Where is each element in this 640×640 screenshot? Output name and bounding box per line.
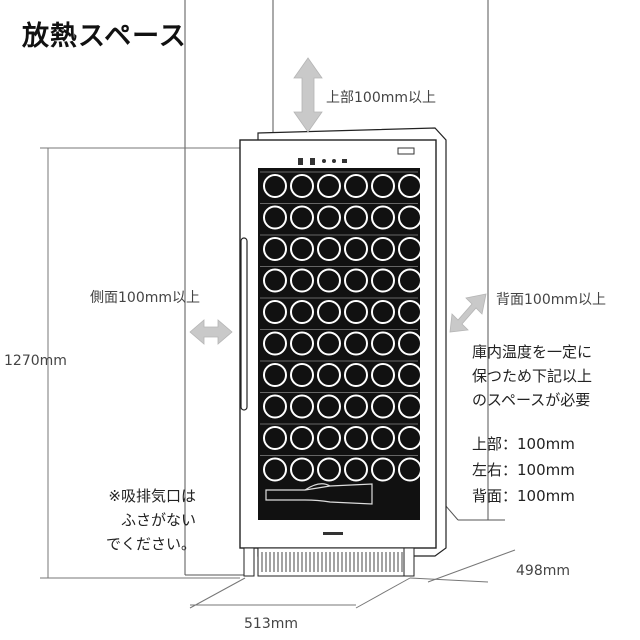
bottle [290,426,314,450]
hinge-cap [397,147,415,155]
bottle [290,268,314,293]
bottle [263,457,287,482]
requirement-note: 庫内温度を一定に 保つため下記以上 のスペースが必要 [472,340,632,412]
bottle [371,457,395,482]
bottle [290,300,314,324]
bottle [398,300,422,324]
bottle [263,426,287,450]
bottle [344,174,368,198]
door-handle [240,237,248,411]
bottle [344,363,368,387]
control-panel [298,158,347,165]
bottle [317,457,341,482]
bottle [317,426,341,450]
bottle [344,457,368,482]
brand-logo [323,532,343,535]
spec-item-top: 上部：100mm [472,435,575,453]
bottle [398,426,422,450]
vent-note-line: ふさがない [120,511,196,529]
bottle [317,237,341,261]
top-clearance-label: 上部100mm以上 [326,90,436,106]
bottle [317,394,341,419]
bottle [290,174,314,198]
bottle [263,300,287,324]
depth-dimension-label: 498mm [516,563,570,579]
spec-item-sides: 左右：100mm [472,461,575,479]
foot-right [403,547,415,577]
vent-note-line: ※吸排気口は [108,487,196,505]
bottle [398,457,422,482]
bottle [290,331,314,356]
bottle [263,205,287,230]
bottle [371,331,395,356]
vent-slats [261,552,403,572]
bottle [317,268,341,293]
bottle [317,300,341,324]
bottle [344,300,368,324]
height-dimension-label: 1270mm [4,353,67,369]
dimension-lines [40,147,516,609]
bottle [371,268,395,293]
front-vent-grille [257,547,409,577]
bottle [344,237,368,261]
bottle [263,268,287,293]
bottle [317,174,341,198]
bottle [398,363,422,387]
bottle [371,205,395,230]
bottle [263,237,287,261]
double-arrow-vertical-icon [293,57,323,133]
bottle [371,174,395,198]
requirement-note-line: のスペースが必要 [472,391,591,409]
bottom-bottle [265,483,373,505]
bottle [263,331,287,356]
vent-note-line: でください。 [105,535,196,553]
side-clearance-label: 側面100mm以上 [90,290,200,306]
bottle [290,394,314,419]
bottle [290,457,314,482]
bottle [371,300,395,324]
bottle [290,237,314,261]
spec-item-back: 背面：100mm [472,487,575,505]
bottle [398,205,422,230]
bottle [371,394,395,419]
bottle [398,331,422,356]
bottle-grid [260,171,422,482]
bottle [344,205,368,230]
bottle [344,331,368,356]
double-arrow-horizontal-icon [189,319,233,345]
bottle [398,174,422,198]
double-arrow-diagonal-icon [449,293,487,333]
bottle [344,268,368,293]
requirement-note-line: 庫内温度を一定に [472,343,593,361]
bottle [317,331,341,356]
page-title: 放熱スペース [22,21,187,52]
bottle [290,363,314,387]
bottle [371,363,395,387]
foot-left [243,547,255,577]
vent-caution-note: ※吸排気口は ふさがない でください。 [66,484,196,556]
back-clearance-label: 背面100mm以上 [496,292,606,308]
clearance-spec-list: 上部：100mm 左右：100mm 背面：100mm [472,431,575,509]
bottle [344,426,368,450]
bottle [398,237,422,261]
width-dimension-label: 513mm [244,616,298,632]
bottle [371,426,395,450]
room-walls [184,0,505,576]
bottle [263,174,287,198]
bottle [398,268,422,293]
bottle [263,363,287,387]
bottle [263,394,287,419]
wine-cabinet [239,127,447,577]
bottle [317,363,341,387]
depth-dimension-line [427,549,516,583]
bottle [317,205,341,230]
bottle [290,205,314,230]
requirement-note-line: 保つため下記以上 [472,367,593,385]
bottle [344,394,368,419]
bottle [371,237,395,261]
bottle [398,394,422,419]
